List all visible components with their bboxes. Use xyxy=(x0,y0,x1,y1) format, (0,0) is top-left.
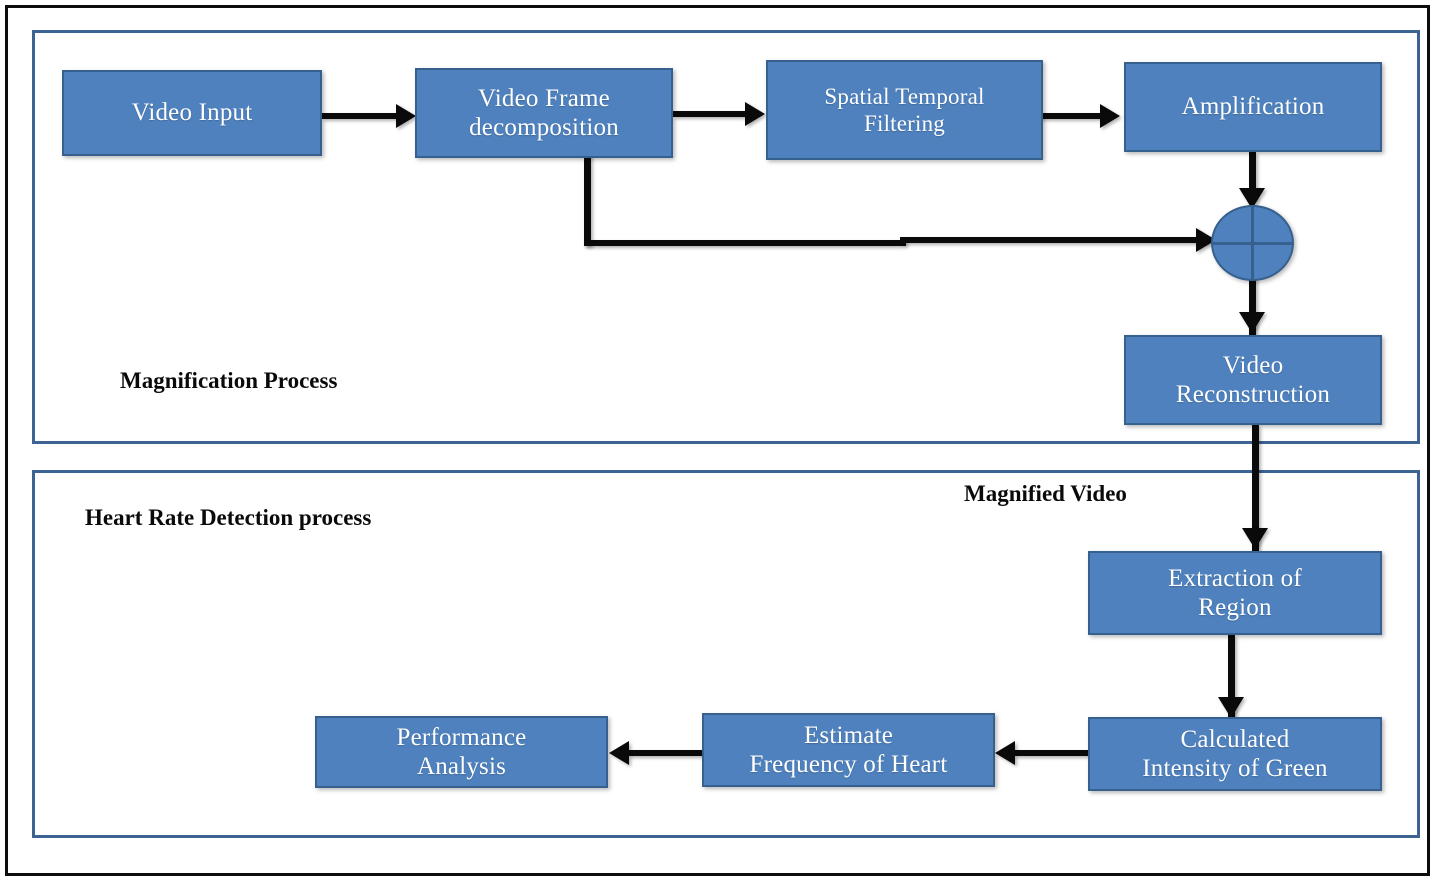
node-spatial-temporal-filtering-label-line1: Spatial Temporal xyxy=(824,83,985,109)
connector-filtering-to-amplification xyxy=(1026,113,1104,119)
node-estimate-frequency-of-heart-label-line2: Frequency of Heart xyxy=(749,751,948,778)
node-video-input-label: Video Input xyxy=(131,99,253,127)
node-extraction-of-region[interactable]: Extraction of Region xyxy=(1088,551,1382,635)
arrowhead-extraction-to-intensity xyxy=(1218,697,1244,718)
node-estimate-frequency-of-heart-label-line1: Estimate xyxy=(803,721,894,749)
node-extraction-of-region-label-line1: Extraction of xyxy=(1168,564,1302,592)
arrowhead-sum-to-video-reconstruction xyxy=(1239,312,1265,333)
node-spatial-temporal-filtering[interactable]: Spatial Temporal Filtering xyxy=(766,60,1043,160)
arrowhead-intensity-to-estimate xyxy=(995,741,1015,765)
arrowhead-video-reconstruction-to-extraction xyxy=(1242,528,1268,549)
summing-junction-vertical-bar xyxy=(1251,207,1254,279)
arrowhead-decomposition-to-filtering xyxy=(745,102,765,126)
connector-estimate-to-performance xyxy=(628,750,704,756)
node-performance-analysis-label-line2: Analysis xyxy=(416,753,507,780)
connector-intensity-to-estimate xyxy=(1014,750,1090,756)
node-video-frame-decomposition-label-line2: decomposition xyxy=(469,114,619,141)
node-performance-analysis[interactable]: Performance Analysis xyxy=(315,716,608,788)
node-video-reconstruction[interactable]: Video Reconstruction xyxy=(1124,335,1382,425)
node-calculated-intensity-of-green-label-line2: Intensity of Green xyxy=(1142,755,1328,782)
connector-decomposition-feedback-horizontal-b xyxy=(900,237,1208,243)
connector-amplification-to-sum xyxy=(1249,152,1256,200)
node-calculated-intensity-of-green[interactable]: Calculated Intensity of Green xyxy=(1088,717,1382,791)
panel-heart-rate-detection-process xyxy=(32,470,1420,838)
connector-extraction-to-intensity xyxy=(1228,635,1235,717)
arrowhead-amplification-to-sum xyxy=(1239,188,1265,209)
connector-sum-to-video-reconstruction xyxy=(1249,275,1256,337)
connector-decomposition-to-filtering xyxy=(673,111,749,117)
node-amplification-label: Amplification xyxy=(1181,93,1325,121)
arrowhead-video-input-to-decomposition xyxy=(396,104,416,128)
node-video-reconstruction-label-line2: Reconstruction xyxy=(1175,381,1331,408)
node-calculated-intensity-of-green-label-line1: Calculated xyxy=(1180,725,1290,753)
connector-decomposition-feedback-horizontal-a xyxy=(584,240,906,246)
node-summing-junction[interactable] xyxy=(1211,205,1294,281)
outer-frame xyxy=(5,5,1430,876)
connector-video-input-to-decomposition xyxy=(322,113,400,119)
node-video-input[interactable]: Video Input xyxy=(62,70,322,156)
node-video-reconstruction-label-line1: Video xyxy=(1222,351,1284,379)
label-magnification-process: Magnification Process xyxy=(120,368,338,393)
connector-decomposition-feedback-vertical xyxy=(584,150,591,246)
node-spatial-temporal-filtering-label-line2: Filtering xyxy=(863,111,946,136)
node-extraction-of-region-label-line2: Region xyxy=(1198,594,1272,621)
node-performance-analysis-label-line1: Performance xyxy=(396,723,527,751)
node-video-frame-decomposition-label-line1: Video Frame xyxy=(478,84,610,112)
connector-video-reconstruction-to-extraction xyxy=(1252,425,1259,553)
label-magnified-video: Magnified Video xyxy=(964,481,1127,506)
node-estimate-frequency-of-heart[interactable]: Estimate Frequency of Heart xyxy=(702,713,995,787)
node-amplification[interactable]: Amplification xyxy=(1124,62,1382,152)
node-video-frame-decomposition[interactable]: Video Frame decomposition xyxy=(415,68,673,158)
arrowhead-filtering-to-amplification xyxy=(1100,104,1120,128)
label-heart-rate-detection-process: Heart Rate Detection process xyxy=(85,505,372,530)
arrowhead-estimate-to-performance xyxy=(609,741,629,765)
panel-magnification-process xyxy=(32,30,1420,444)
